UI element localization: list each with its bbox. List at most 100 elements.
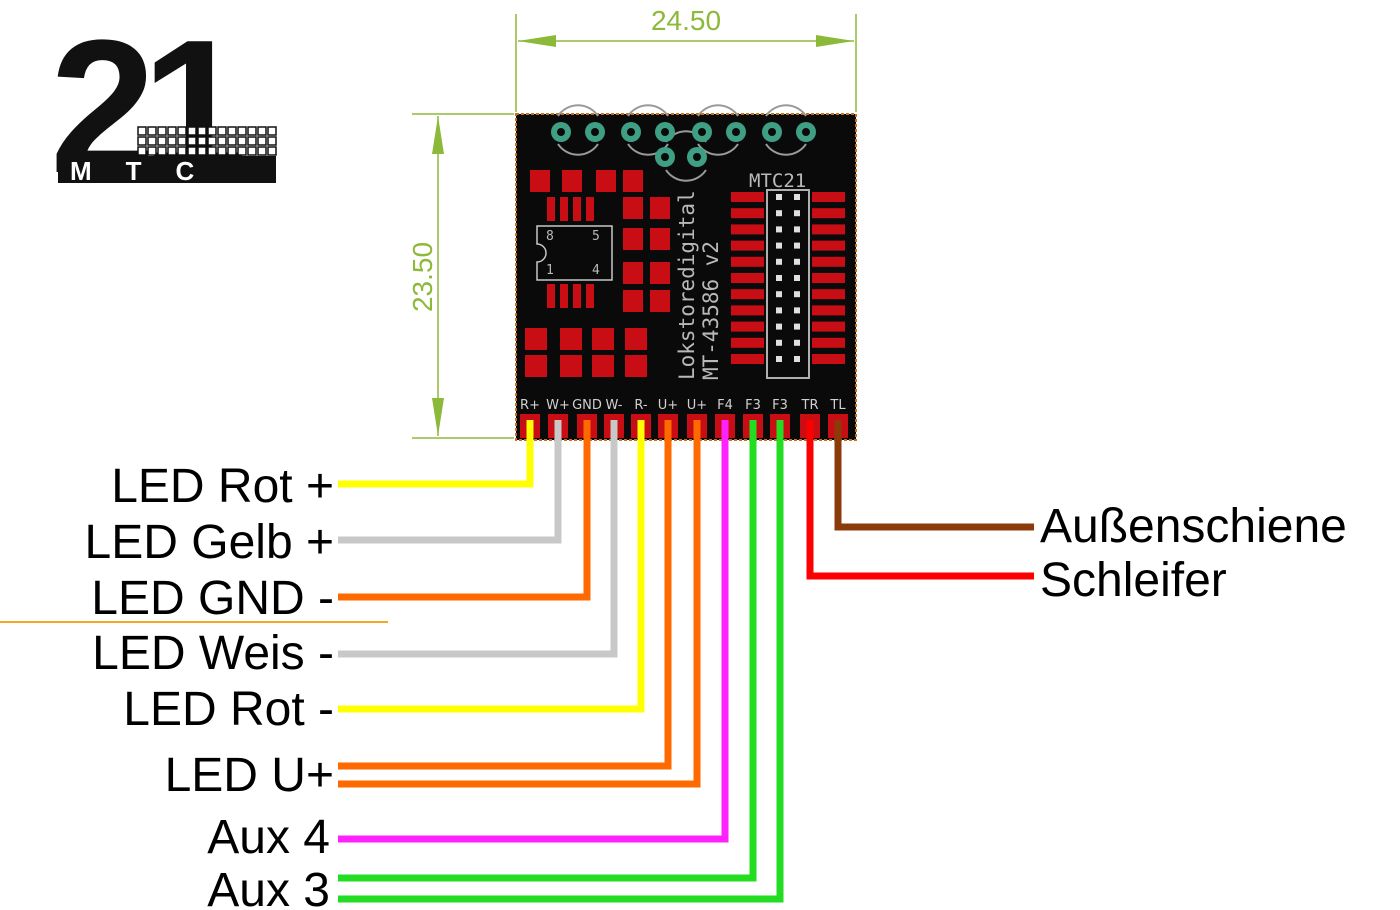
- label-led-weis-minus: LED Weis -: [92, 627, 334, 680]
- board-maker-text: Lokstoredigital: [675, 190, 699, 380]
- width-dimension: [515, 14, 857, 112]
- wire-schleifer: [806, 420, 1034, 580]
- smd-pad: [650, 197, 670, 219]
- arc-outline: [665, 169, 707, 182]
- wire-led-u-plus-1: [338, 420, 672, 770]
- header-outline: [766, 189, 810, 379]
- header-pad-left: [731, 208, 764, 219]
- smd-pad: [586, 284, 594, 308]
- smd-pad: [650, 262, 670, 284]
- smd-pad: [560, 328, 582, 350]
- smd-pad: [592, 355, 614, 377]
- wire-led-rot-plus: [338, 420, 534, 488]
- header-pin: [776, 356, 782, 362]
- header-pin: [776, 210, 782, 217]
- label-aux-3: Aux 3: [207, 864, 330, 910]
- svg-text:4: 4: [592, 263, 600, 278]
- label-led-rot-minus: LED Rot -: [123, 683, 334, 736]
- right-labels: Außenschiene Schleifer: [1040, 500, 1347, 607]
- wire-led-u-plus-2: [338, 420, 701, 788]
- label-led-gelb-plus: LED Gelb +: [85, 516, 334, 569]
- smd-pad: [625, 355, 647, 377]
- pin-label: TL: [829, 398, 846, 413]
- header-pin: [794, 275, 800, 281]
- header-pad-left: [731, 240, 764, 251]
- pin-label: W+: [546, 398, 570, 413]
- header-pin: [776, 258, 782, 265]
- smd-pad: [623, 228, 643, 250]
- header-pad-left: [731, 289, 764, 300]
- header-pad-left: [731, 354, 764, 364]
- smd-pad: [592, 328, 614, 350]
- smd-pad: [573, 284, 581, 308]
- header-pin: [776, 242, 782, 249]
- wires: [338, 420, 1034, 903]
- label-led-u-plus: LED U+: [165, 749, 334, 802]
- header-pin: [776, 194, 782, 200]
- label-schleifer: Schleifer: [1040, 554, 1227, 607]
- arc-outline: [627, 104, 669, 117]
- pin-label: U+: [687, 398, 707, 413]
- arc-outline: [765, 104, 807, 117]
- mtc21-logo: 21 MTC: [50, 1, 277, 213]
- wire-led-weis-minus: [338, 420, 618, 658]
- header-pin: [794, 339, 800, 346]
- smd-pad: [560, 197, 568, 221]
- header-pad-left: [731, 192, 764, 202]
- smd-pad: [560, 284, 568, 308]
- header-pad-left: [731, 273, 764, 283]
- pin-label: TR: [801, 398, 819, 413]
- header-pin: [776, 291, 782, 298]
- header-pad-right: [812, 224, 845, 235]
- height-dimension-label: 23.50: [407, 242, 438, 312]
- arc-outline: [557, 104, 599, 117]
- label-led-rot-plus: LED Rot +: [111, 460, 334, 513]
- mtc21-header-pins: [731, 192, 845, 364]
- arc-outline: [697, 104, 739, 117]
- header-pin: [794, 194, 800, 200]
- logo-bar: [58, 156, 276, 183]
- smd-pads: [525, 170, 670, 377]
- header-pin: [794, 258, 800, 265]
- pin-label: F4: [717, 398, 733, 413]
- smd-pad: [650, 290, 670, 312]
- through-hole-pads: [551, 122, 816, 167]
- wire-aux-3-1: [338, 420, 757, 882]
- smd-pad: [625, 328, 647, 350]
- header-pad-left: [731, 256, 764, 267]
- pin-label: W-: [605, 398, 622, 413]
- header-pad-right: [812, 273, 845, 283]
- header-pin: [794, 323, 800, 330]
- logo-dot-grid: [137, 126, 277, 156]
- smd-pad: [562, 170, 582, 192]
- arc-outline: [557, 143, 599, 156]
- wire-aussenschiene: [834, 420, 1034, 531]
- header-pad-right: [812, 240, 845, 251]
- wire-aux-3-2: [338, 420, 784, 903]
- header-pad-right: [812, 337, 845, 348]
- logo-text: MTC: [70, 156, 228, 186]
- header-pad-right: [812, 256, 845, 267]
- header-pin: [776, 307, 782, 314]
- arc-outline: [697, 143, 739, 156]
- label-aussenschiene: Außenschiene: [1040, 500, 1347, 553]
- decoder-board: 8 5 1 4 Lokstoredigital MT-43586 v2 MTC2…: [515, 104, 857, 441]
- wire-led-rot-minus: [338, 420, 645, 713]
- header-pin: [776, 339, 782, 346]
- ic-outline: 8 5 1 4: [536, 225, 613, 281]
- header-pad-right: [812, 354, 845, 364]
- header-pad-right: [812, 321, 845, 332]
- smd-pad: [547, 197, 555, 221]
- header-pin: [794, 307, 800, 314]
- width-dimension-label: 24.50: [651, 5, 721, 36]
- wire-led-gnd-minus: [338, 420, 591, 601]
- header-pad-left: [731, 321, 764, 332]
- header-pad-left: [731, 305, 764, 316]
- header-pad-right: [812, 305, 845, 316]
- arc-outline: [765, 143, 807, 156]
- pin-label: R-: [634, 398, 648, 413]
- header-pad-right: [812, 208, 845, 219]
- header-pad-left: [731, 337, 764, 348]
- smd-pad: [530, 170, 550, 192]
